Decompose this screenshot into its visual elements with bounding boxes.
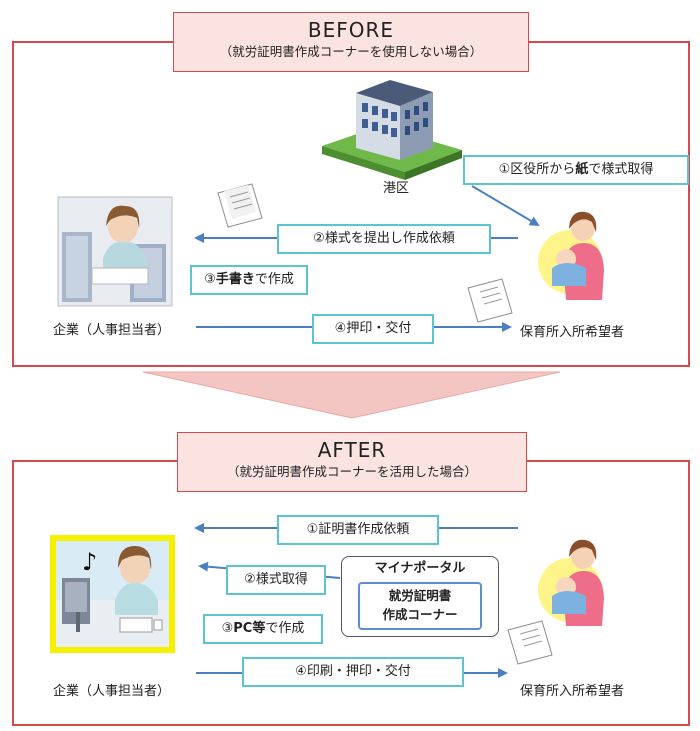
before-step-2: ②様式を提出し作成依頼	[277, 224, 491, 254]
ward-office-building-icon	[322, 80, 462, 180]
svg-text:♪: ♪	[82, 548, 97, 576]
after-paper-icon	[507, 620, 553, 665]
after-title: AFTER	[317, 438, 387, 462]
after-step-2: ②様式取得	[226, 565, 326, 595]
employment-certificate-corner: 就労証明書 作成コーナー	[358, 582, 482, 630]
before-company-label: 企業（人事担当者）	[53, 323, 171, 338]
before-step-1: ①区役所から紙で様式取得	[463, 155, 689, 185]
after-company-label: 企業（人事担当者）	[53, 684, 171, 699]
after-title-box: AFTER （就労証明書作成コーナーを活用した場合）	[177, 432, 527, 492]
city-label: 港区	[383, 181, 410, 196]
corner-line-2: 作成コーナー	[382, 607, 458, 622]
before-step-4: ④押印・交付	[312, 314, 434, 344]
before-arrow-1	[471, 185, 540, 227]
corner-line-1: 就労証明書	[388, 588, 452, 603]
before-step-3: ③手書きで作成	[190, 265, 308, 295]
before-subtitle: （就労証明書作成コーナーを使用しない場合）	[219, 44, 483, 59]
before-title: BEFORE	[307, 18, 395, 42]
before-worker-image	[57, 196, 173, 307]
mynaportal-box: マイナポータル 就労証明書 作成コーナー	[341, 556, 499, 637]
after-step-4: ④印刷・押印・交付	[242, 657, 464, 687]
before-mother-child-image	[538, 211, 604, 300]
before-title-box: BEFORE （就労証明書作成コーナーを使用しない場合）	[173, 12, 529, 72]
after-worker-image: ♪	[50, 535, 175, 653]
before-paper-icon-1	[217, 183, 263, 228]
after-step-3: ③PC等で作成	[203, 614, 323, 644]
after-subtitle: （就労証明書作成コーナーを活用した場合）	[226, 464, 477, 479]
after-applicant-label: 保育所入所希望者	[520, 684, 625, 699]
before-applicant-label: 保育所入所希望者	[520, 325, 625, 340]
mynaportal-title: マイナポータル	[374, 561, 466, 576]
after-mother-child-image	[538, 539, 604, 626]
before-paper-icon-2	[467, 278, 513, 323]
after-step-1: ①証明書作成依頼	[277, 515, 439, 545]
